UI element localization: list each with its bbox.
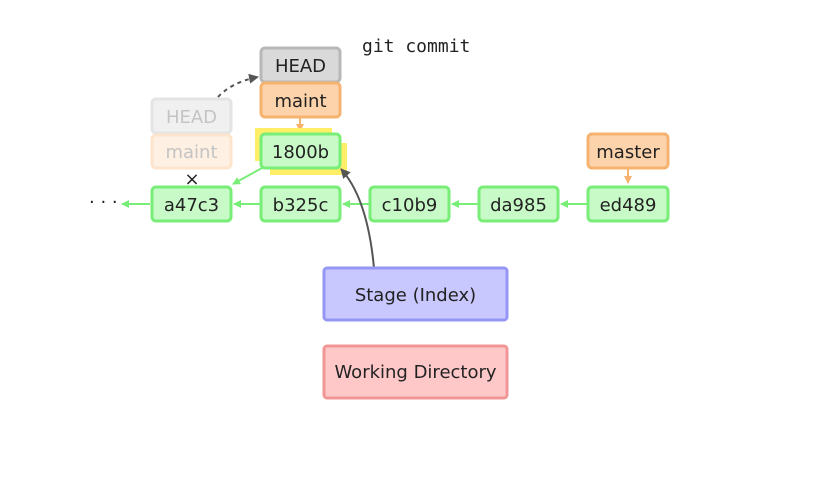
- commit-da985: da985: [477, 185, 560, 223]
- head-label: HEAD: [275, 56, 326, 77]
- commit-a47c3: a47c3: [150, 185, 233, 223]
- stage-label: Stage (Index): [355, 285, 476, 306]
- old-head-ref: HEAD: [150, 97, 233, 135]
- maint-label: maint: [274, 91, 326, 112]
- maint-ref: maint: [259, 81, 342, 119]
- master-label: master: [596, 142, 660, 163]
- stage-to-commit-arrow: [340, 168, 375, 269]
- commit-c10b9: c10b9: [368, 185, 451, 223]
- master-ref: master: [586, 132, 670, 170]
- commit-da985-label: da985: [490, 195, 547, 216]
- removed-mark: ×: [184, 169, 199, 190]
- history-ellipsis: · · ·: [89, 192, 118, 213]
- head-move-arrow: [217, 73, 259, 98]
- commit-1800b-label: 1800b: [272, 142, 329, 163]
- commit-a47c3-label: a47c3: [164, 195, 219, 216]
- command-text: git commit: [362, 36, 470, 57]
- head-ref: HEAD: [259, 46, 342, 84]
- working-directory-box: Working Directory: [322, 344, 509, 400]
- old-head-label: HEAD: [166, 107, 217, 128]
- commit-b325c-label: b325c: [273, 195, 329, 216]
- commit-1800b: 1800b: [255, 128, 347, 175]
- commit-b325c: b325c: [259, 185, 342, 223]
- commit-arrows: [121, 167, 587, 208]
- commit-ed489: ed489: [586, 185, 670, 223]
- old-maint-label: maint: [165, 142, 217, 163]
- stage-index-box: Stage (Index): [322, 266, 509, 322]
- commit-c10b9-label: c10b9: [382, 195, 438, 216]
- arrow-1800b-to-a47c3: [232, 167, 263, 185]
- old-maint-ref: maint: [150, 133, 233, 170]
- working-directory-label: Working Directory: [334, 362, 496, 383]
- commit-ed489-label: ed489: [600, 195, 657, 216]
